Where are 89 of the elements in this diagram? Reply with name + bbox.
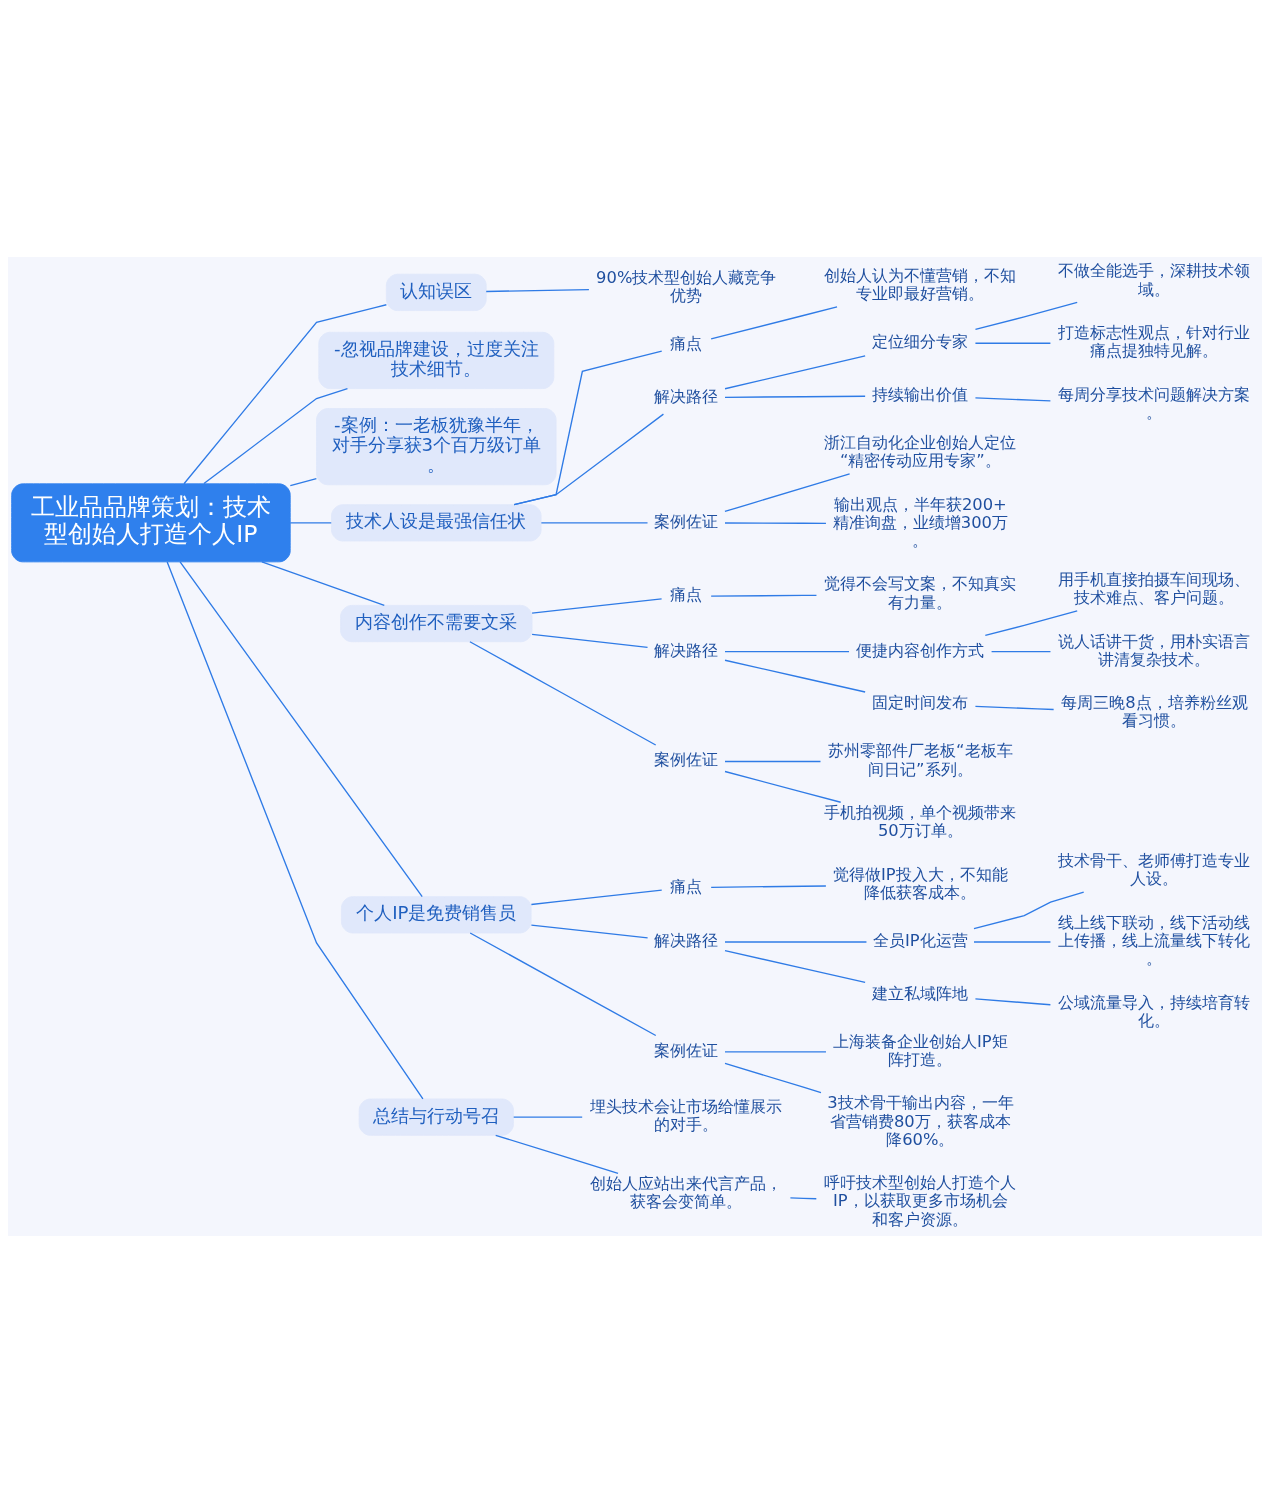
connector [984, 609, 1078, 636]
node-text: 说人话讲干货，用朴实语言讲清复杂技术。 [1058, 631, 1251, 669]
node-text: 公域流量导入，持续培育转化。 [1058, 992, 1251, 1030]
connector [724, 395, 866, 398]
node-box: 个人IP是免费销售员 [341, 895, 532, 933]
connector [974, 342, 1052, 344]
node-text: 定位细分专家 [872, 331, 969, 351]
node-text: 固定时间发布 [872, 692, 969, 712]
connector [974, 396, 1052, 402]
node-text: 便捷内容创作方式 [856, 640, 985, 660]
node-text: 浙江自动化企业创始人定位“精密传动应用专家”。 [824, 432, 1017, 470]
connector [179, 560, 423, 897]
node-box: 总结与行动号召 [358, 1098, 514, 1136]
connector [183, 303, 388, 484]
node-text: 线上线下联动，线下活动线上传播，线上流量线下转化。 [1058, 912, 1251, 968]
connector [724, 770, 842, 803]
node-text: 90%技术型创始人藏竞争优势 [596, 267, 777, 305]
connector [166, 560, 424, 1099]
node-text: 每周分享技术问题解决方案。 [1058, 384, 1251, 422]
connector [495, 1134, 619, 1174]
connector [531, 633, 649, 648]
node-text: 用手机直接拍摄车间现场、技术难点、客户问题。 [1058, 569, 1251, 607]
connector [973, 940, 1052, 943]
node-box: 认知误区 [385, 273, 487, 311]
connector [289, 521, 332, 524]
connector [974, 705, 1055, 710]
connector [289, 477, 318, 486]
node-text: 创始人应站出来代言产品，获客会变简单。 [590, 1173, 783, 1211]
connector [485, 288, 590, 292]
connector [469, 640, 657, 746]
connector [724, 659, 866, 693]
node-text: 案例佐证 [654, 511, 719, 531]
node-text: 打造标志性观点，针对行业痛点提独特见解。 [1058, 322, 1251, 360]
connector [789, 1196, 817, 1199]
connector [530, 923, 649, 939]
node-text: 全员IP化运营 [873, 930, 968, 950]
connector [973, 891, 1085, 929]
node-text: 3技术骨干输出内容，一年省营销费80万，获客成本降60%。 [827, 1092, 1014, 1149]
connector [513, 412, 665, 505]
node-text: 手机拍视频，单个视频带来50万订单。 [824, 802, 1017, 840]
node-text: 创始人认为不懂营销，不知专业即最好营销。 [824, 265, 1017, 303]
node-text: 技术骨干、老师傅打造专业人设。 [1058, 850, 1251, 888]
node-text: 痛点 [670, 876, 703, 896]
node-text: 不做全能选手，深耕技术领域。 [1058, 260, 1251, 299]
connector [974, 997, 1052, 1005]
connector [540, 521, 649, 524]
connector [203, 387, 349, 484]
connector [710, 884, 827, 888]
connector [261, 560, 385, 606]
node-text: 案例佐证 [654, 1040, 719, 1060]
node-text: 解决路径 [654, 386, 719, 406]
connector [724, 1050, 827, 1052]
node-text: 呼吁技术型创始人打造个人IP，以获取更多市场机会和客户资源。 [824, 1172, 1017, 1229]
node-text: 苏州零部件厂老板“老板车间日记”系列。 [828, 740, 1013, 779]
connector [724, 521, 827, 524]
node-box: 工业品品牌策划：技术型创始人打造个人IP [11, 482, 291, 562]
node-text: 输出观点，半年获200+精准询盘，业绩增300万。 [832, 494, 1008, 550]
connector [513, 1115, 583, 1118]
node-text: 案例佐证 [654, 749, 719, 769]
node-text: 痛点 [670, 584, 703, 604]
connector [469, 931, 657, 1036]
node-text: 持续输出价值 [872, 384, 969, 404]
connector [990, 650, 1052, 652]
connector [724, 472, 851, 512]
connector [974, 301, 1078, 330]
node-box: -忽视品牌建设，过度关注技术细节。 [318, 331, 555, 389]
connector [710, 305, 838, 340]
node-text: 每周三晚8点，培养粉丝观看习惯。 [1061, 692, 1248, 730]
node-box: 内容创作不需要文采 [340, 604, 533, 642]
connector [724, 650, 850, 652]
connector [513, 349, 663, 505]
connector [724, 354, 866, 389]
node-text: 解决路径 [654, 640, 719, 660]
node-text: 埋头技术会让市场给懂展示的对手。 [590, 1096, 783, 1134]
node-box: 技术人设是最强信任状 [331, 503, 542, 541]
connector [724, 760, 822, 762]
connector [710, 594, 818, 597]
connector [530, 889, 663, 905]
connector [724, 940, 868, 943]
node-text: 建立私域阵地 [872, 983, 969, 1003]
node-text: 上海装备企业创始人IP矩阵打造。 [833, 1031, 1008, 1069]
connector [724, 1062, 822, 1093]
node-text: 觉得不会写文案，不知真实有力量。 [824, 573, 1017, 612]
node-text: 觉得做IP投入大，不知能降低获客成本。 [833, 864, 1008, 902]
node-text: 痛点 [670, 333, 703, 353]
connector [724, 949, 866, 983]
connector [531, 597, 663, 614]
node-box: -案例：一老板犹豫半年，对手分享获3个百万级订单。 [316, 407, 557, 485]
node-text: 解决路径 [654, 930, 719, 950]
